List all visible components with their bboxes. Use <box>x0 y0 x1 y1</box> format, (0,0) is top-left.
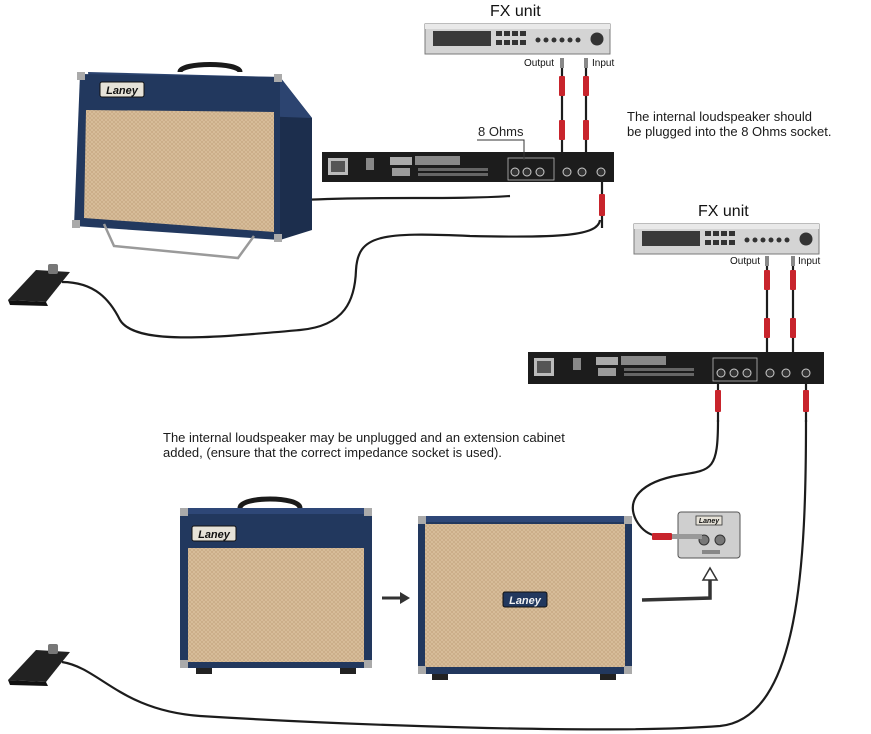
ohms-leader-line <box>477 139 525 160</box>
amp-rear-panel-bottom <box>528 352 824 384</box>
note-extension-cabinet: The internal loudspeaker may be unplugge… <box>163 430 565 460</box>
fx-unit-top-title: FX unit <box>490 3 541 20</box>
arrow-right-icon <box>382 592 410 604</box>
footswitch-bottom <box>8 644 70 686</box>
fx-bottom-patch-cables <box>715 256 809 422</box>
fx-unit-bottom-title: FX unit <box>698 203 749 220</box>
fx-top-input-label: Input <box>592 58 615 69</box>
extension-cab-logo: Laney <box>509 595 542 607</box>
combo-top-logo: Laney <box>106 85 139 97</box>
footswitch-cable-bottom <box>61 419 808 731</box>
speaker-cable-top <box>301 194 511 202</box>
arrow-up-icon <box>641 566 719 602</box>
combo-amp-top <box>72 62 312 260</box>
footswitch-top <box>8 264 70 306</box>
fx-unit-top <box>424 23 611 55</box>
fx-bottom-output-label: Output <box>730 256 761 267</box>
combo-amp-bottom <box>180 496 372 674</box>
fx-top-output-label: Output <box>524 58 555 69</box>
extension-speaker-cable <box>631 419 720 538</box>
fx-bottom-input-label: Input <box>798 256 821 267</box>
ohms-socket-label: 8 Ohms <box>478 124 524 139</box>
fx-top-patch-cables <box>559 58 605 228</box>
note-internal-speaker: The internal loudspeaker should be plugg… <box>627 109 832 139</box>
combo-bottom-logo: Laney <box>198 529 231 541</box>
fx-unit-bottom <box>633 223 820 255</box>
amp-rear-panel-top <box>322 152 614 182</box>
footswitch-cable-top <box>61 219 602 339</box>
extension-cabinet <box>418 516 632 680</box>
speaker-jack-plate <box>652 511 741 559</box>
speaker-plate-logo: Laney <box>699 518 720 525</box>
